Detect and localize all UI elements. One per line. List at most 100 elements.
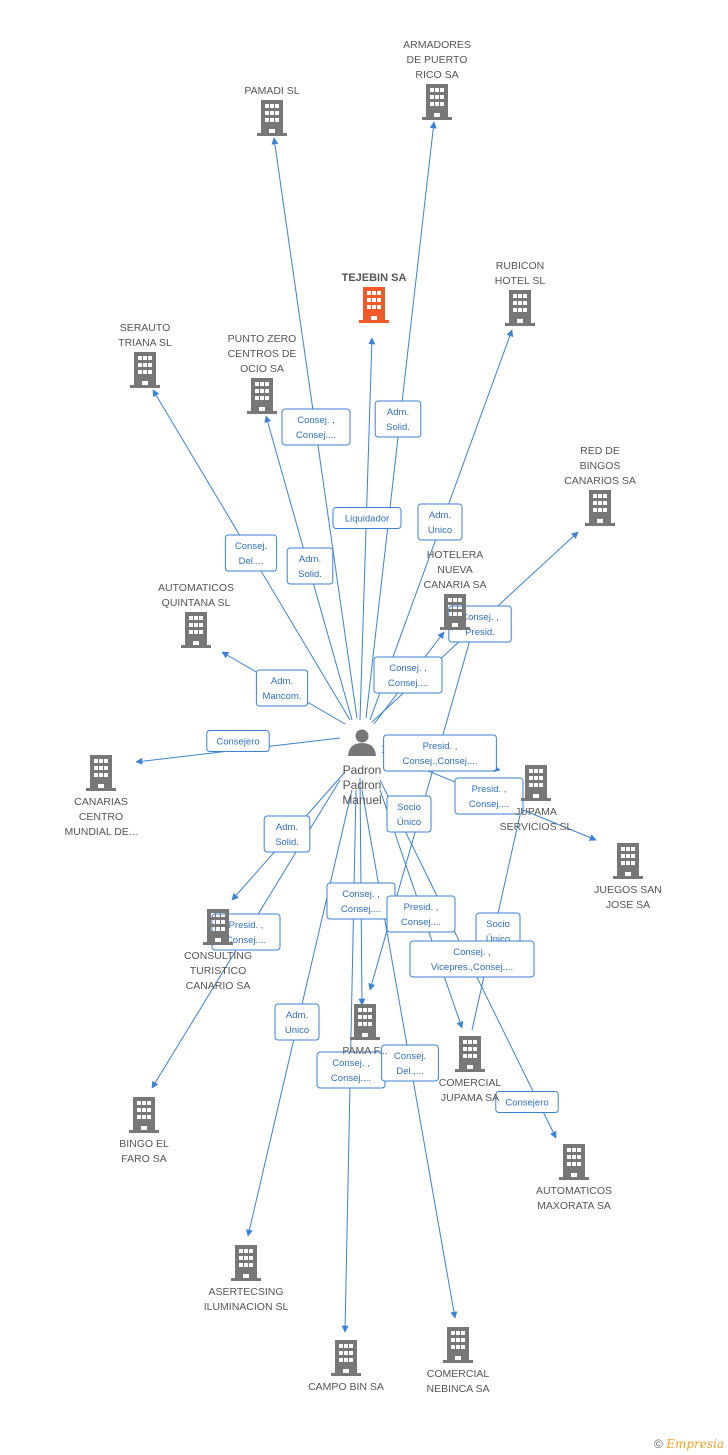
edge-label-text: Único <box>486 934 510 945</box>
edge-label-l19[interactable]: Consej. ,Vicepres.,Consej.... <box>409 940 535 978</box>
edge-label-l21[interactable]: Consej. ,Consej.... <box>316 1051 386 1089</box>
edge-label-l23[interactable]: Consejero <box>495 1091 559 1113</box>
building-icon <box>247 378 277 414</box>
edge-label-l9[interactable]: Consej. ,Consej.... <box>373 656 443 694</box>
edge-label-l10[interactable]: Consejero <box>206 730 270 752</box>
edge-label-l20[interactable]: Adm.Unico <box>274 1003 320 1041</box>
company-label: COMERCIAL <box>439 1077 502 1089</box>
company-label: ASERTECSING <box>208 1286 283 1298</box>
building-icon <box>585 490 615 526</box>
edge-label-l12[interactable]: Presid. ,Consej.... <box>454 777 524 815</box>
company-label: SERAUTO <box>120 322 171 334</box>
company-node-comercialj[interactable]: COMERCIAL JUPAMA SA <box>439 1036 502 1104</box>
footer-brand: © Empresia <box>654 1437 724 1451</box>
edge-label-text: Presid. , <box>423 741 458 752</box>
company-label: QUINTANA SL <box>162 597 231 609</box>
company-label: BINGOS <box>580 460 621 472</box>
edge-label-box <box>332 507 402 529</box>
edge-label-box <box>224 534 278 572</box>
edge-label-box <box>383 734 497 772</box>
edge-label-text: Consej. , <box>342 889 380 900</box>
edge-label-l15[interactable]: Consej. , Consej.... <box>326 882 396 920</box>
edge-label-text: Presid. , <box>404 902 439 913</box>
edge-label-l13[interactable]: Adm. Solid. <box>263 815 311 853</box>
company-node-pamadi[interactable]: PAMADI SL <box>244 85 300 136</box>
company-label: PUNTO ZERO <box>228 333 297 345</box>
edge-label-text: Adm. <box>276 822 298 833</box>
company-node-campobin[interactable]: CAMPO BIN SA <box>308 1340 384 1393</box>
edge-label-text: Solid. <box>275 837 299 848</box>
company-label: TRIANA SL <box>118 337 172 349</box>
edge-label-l5[interactable]: Consej.Del.... <box>224 534 278 572</box>
edge-label-text: Adm. <box>299 554 321 565</box>
company-label: BINGO EL <box>119 1138 169 1150</box>
company-label: JUPAMA SA <box>441 1092 499 1104</box>
company-label: MAXORATA SA <box>537 1200 611 1212</box>
copyright-symbol: © <box>654 1437 663 1451</box>
company-node-serauto[interactable]: SERAUTO TRIANA SL <box>118 322 172 388</box>
edge-label-box <box>286 547 334 585</box>
company-label: HOTEL SL <box>495 275 546 287</box>
edge-label-l11[interactable]: Presid. , Consej.,Consej.... <box>383 734 497 772</box>
edge-label-box <box>409 940 535 978</box>
building-icon <box>86 755 116 791</box>
company-label: NEBINCA SA <box>426 1383 489 1395</box>
edge-label-text: Consejero <box>216 737 259 748</box>
edge-label-l8[interactable]: Adm. Mancom. <box>255 669 309 707</box>
edge-label-box <box>274 1003 320 1041</box>
building-icon <box>350 1004 380 1040</box>
company-label: RICO SA <box>415 69 458 81</box>
building-icon <box>422 84 452 120</box>
edge-label-text: Unico <box>285 1025 309 1036</box>
building-icon <box>130 352 160 388</box>
edge-label-l16[interactable]: Presid. ,Consej.... <box>386 895 456 933</box>
edge-label-box <box>386 795 432 833</box>
person-name: Padron <box>343 778 382 792</box>
building-icon <box>129 1097 159 1133</box>
edge-label-text: Socio <box>486 919 510 930</box>
company-label: CONSULTING <box>184 950 252 962</box>
building-icon <box>505 290 535 326</box>
edge-label-l1[interactable]: Consej. ,Consej.... <box>281 408 351 446</box>
edge-label-l4[interactable]: Adm.Unico <box>417 503 463 541</box>
company-label: CENTROS DE <box>228 348 297 360</box>
edge-label-text: Consej.... <box>341 904 381 915</box>
edge-label-text: Del.... <box>239 556 264 567</box>
person-name: Manuel <box>342 793 381 807</box>
edge-label-box <box>206 730 270 752</box>
edge-label-l6[interactable]: Adm.Solid. <box>286 547 334 585</box>
edge-label-box <box>495 1091 559 1113</box>
company-node-pamaf[interactable]: PAMA F... <box>342 1004 388 1057</box>
company-label: TEJEBIN SA <box>342 272 407 284</box>
company-label: PAMADI SL <box>244 85 299 97</box>
edge-label-text: Consej. <box>394 1051 426 1062</box>
edge-label-l22[interactable]: Consej.Del.,... <box>381 1044 439 1082</box>
edge-label-l3[interactable]: Liquidador <box>332 507 402 529</box>
edge-label-l2[interactable]: Adm.Solid. <box>374 400 422 438</box>
edge-label-text: Único <box>397 817 421 828</box>
edge-label-text: Consej.,Consej.... <box>403 756 478 767</box>
edge-label-text: Consej.... <box>469 799 509 810</box>
edge-label-text: Adm. <box>271 676 293 687</box>
company-node-tejebin[interactable]: TEJEBIN SA <box>342 272 407 323</box>
edge-label-box <box>263 815 311 853</box>
edge-label-box <box>417 503 463 541</box>
edge-label-text: Mancom. <box>262 691 301 702</box>
